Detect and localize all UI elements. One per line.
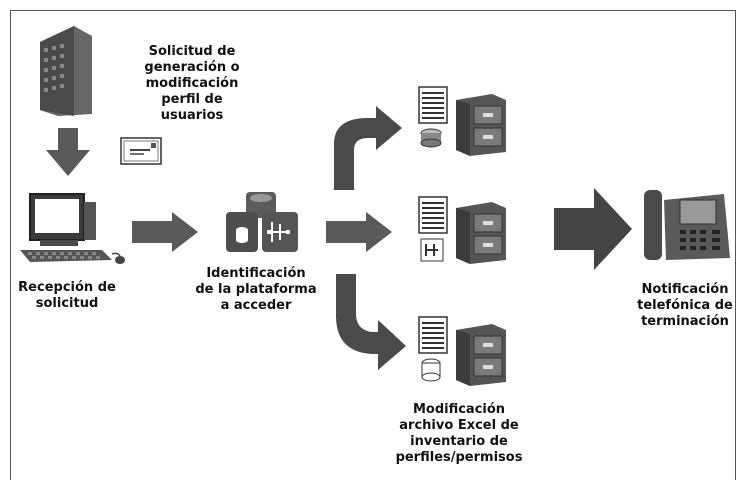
arrow-down bbox=[46, 128, 90, 176]
telephone-icon bbox=[640, 186, 734, 264]
database-icon bbox=[420, 358, 442, 382]
building-icon bbox=[38, 22, 94, 118]
network-icon bbox=[420, 238, 444, 262]
reception-label: Recepción de solicitud bbox=[18, 280, 116, 311]
arrow-curve-down bbox=[332, 274, 408, 370]
database-cluster-icon bbox=[222, 190, 302, 256]
document-icon bbox=[418, 86, 448, 124]
request-label: Solicitud de generación o modificación p… bbox=[144, 44, 240, 123]
arrow-right-1 bbox=[132, 212, 198, 252]
file-cabinet-icon bbox=[452, 322, 510, 386]
document-icon bbox=[418, 316, 448, 354]
identification-label: Identificación de la plataforma a accede… bbox=[195, 266, 317, 313]
arrow-curve-up bbox=[328, 100, 404, 190]
file-cabinet-icon bbox=[452, 200, 510, 264]
diagram-frame bbox=[10, 10, 736, 480]
notification-label: Notificación telefónica de terminación bbox=[637, 282, 733, 329]
envelope-icon bbox=[120, 137, 162, 165]
database-icon bbox=[420, 128, 442, 148]
document-icon bbox=[418, 196, 448, 234]
modification-label: Modificación archivo Excel de inventario… bbox=[395, 402, 523, 465]
arrow-right-3 bbox=[554, 188, 632, 270]
file-cabinet-icon bbox=[452, 92, 510, 156]
computer-icon bbox=[18, 192, 126, 268]
arrow-right-2 bbox=[326, 212, 392, 252]
